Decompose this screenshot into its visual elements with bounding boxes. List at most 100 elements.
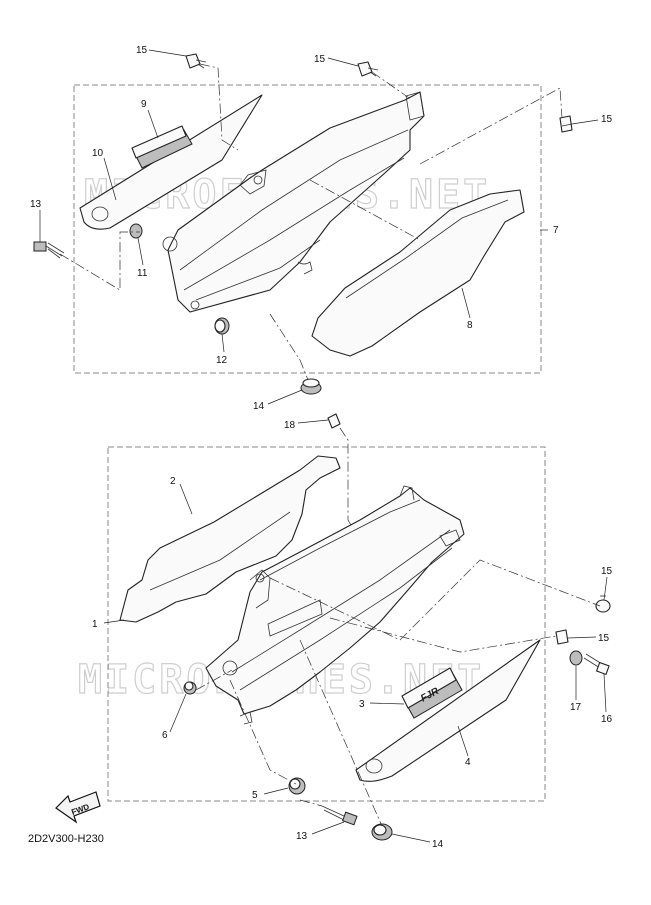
part-15-fastener-e bbox=[555, 629, 569, 645]
leader-15c bbox=[571, 119, 599, 125]
centerline-15d bbox=[269, 559, 601, 641]
drawing-code: 2D2V300-H230 bbox=[28, 833, 104, 845]
part-9-pad-top bbox=[131, 125, 187, 159]
part-12-grommet-face bbox=[214, 319, 226, 333]
part-7-crease-1 bbox=[179, 129, 409, 271]
leader-14a bbox=[267, 389, 303, 405]
leader-15a bbox=[148, 49, 187, 57]
part-7-grommet-hole bbox=[162, 236, 178, 252]
part-15-fastener-d bbox=[595, 595, 611, 613]
part-3-emblem: FJR bbox=[401, 667, 463, 719]
leader-5 bbox=[263, 787, 289, 795]
leader-13b bbox=[311, 821, 345, 835]
callout-17: 17 bbox=[570, 702, 582, 713]
part-1-rear-slot bbox=[439, 529, 461, 547]
centerline-13a bbox=[59, 231, 140, 291]
part-18-clip bbox=[327, 413, 341, 429]
part-1-crease-1 bbox=[231, 529, 451, 673]
leader-8 bbox=[461, 287, 471, 319]
callout-14a: 14 bbox=[253, 401, 265, 412]
leader-2 bbox=[179, 483, 193, 515]
callout-15a: 15 bbox=[136, 45, 148, 56]
part-14-grommet-lower bbox=[371, 823, 393, 841]
part-7-mount-hole bbox=[253, 175, 263, 185]
part-7-notch bbox=[297, 261, 313, 275]
leader-1 bbox=[103, 619, 125, 624]
leader-3 bbox=[369, 702, 405, 705]
part-2-panel bbox=[119, 455, 341, 623]
callout-13a: 13 bbox=[30, 199, 42, 210]
part-7-mount-tab bbox=[239, 169, 267, 195]
part-2-ridge bbox=[149, 511, 291, 591]
leader-10 bbox=[103, 157, 117, 201]
part-4-strip bbox=[355, 639, 541, 782]
callout-9: 9 bbox=[141, 99, 147, 110]
part-8-ridge bbox=[345, 199, 509, 299]
part-4-hole bbox=[365, 758, 383, 774]
part-7-rear-tab bbox=[405, 91, 425, 121]
leader-18 bbox=[297, 419, 329, 424]
part-10-hole bbox=[91, 206, 109, 222]
callout-5: 5 bbox=[252, 790, 258, 801]
part-1-lower-tab bbox=[239, 711, 253, 725]
callout-15e: 15 bbox=[598, 633, 610, 644]
leader-15b bbox=[327, 57, 359, 67]
leader-4 bbox=[457, 725, 469, 757]
leader-16 bbox=[603, 673, 607, 713]
part-11-grommet bbox=[129, 223, 143, 239]
fwd-arrow-icon: FWD bbox=[55, 791, 101, 824]
callout-13b: 13 bbox=[296, 831, 308, 842]
leader-6 bbox=[169, 693, 187, 733]
centerline-7-8 bbox=[309, 179, 421, 241]
part-15-fastener-c bbox=[559, 115, 573, 133]
centerline-15a bbox=[199, 63, 239, 151]
centerline-13b bbox=[299, 799, 323, 807]
part-1-crease-3 bbox=[259, 499, 421, 581]
callout-2: 2 bbox=[170, 476, 176, 487]
part-10-strip bbox=[79, 94, 263, 230]
centerline-15b bbox=[371, 71, 413, 101]
callout-16: 16 bbox=[601, 714, 613, 725]
part-7-crease-3 bbox=[195, 239, 321, 301]
callout-7: 7 bbox=[553, 225, 559, 236]
callout-15d: 15 bbox=[601, 566, 613, 577]
leader-15e bbox=[567, 636, 597, 639]
part-1-crease-2 bbox=[239, 547, 453, 691]
part-15-fastener-a bbox=[185, 53, 207, 69]
centerline-15e bbox=[329, 617, 557, 653]
callout-15b: 15 bbox=[314, 54, 326, 65]
callout-11: 11 bbox=[137, 268, 148, 279]
callout-10: 10 bbox=[92, 148, 104, 159]
centerline-14b bbox=[299, 639, 383, 827]
part-1-pad-area bbox=[267, 599, 323, 637]
part-13-bolt-upper bbox=[33, 241, 65, 259]
part-17-washer bbox=[569, 650, 583, 666]
part-7-lower-hole bbox=[190, 300, 200, 310]
leader-9 bbox=[147, 109, 159, 139]
centerline-5 bbox=[229, 679, 297, 785]
callout-12: 12 bbox=[216, 355, 228, 366]
lower-group-box bbox=[107, 446, 546, 802]
leader-12 bbox=[221, 333, 225, 353]
callout-15c: 15 bbox=[601, 114, 613, 125]
callout-1: 1 bbox=[92, 619, 98, 630]
part-1-cover bbox=[205, 487, 465, 715]
part-5-grommet bbox=[288, 777, 306, 795]
part-8-panel bbox=[311, 189, 525, 357]
callout-3: 3 bbox=[359, 699, 365, 710]
callout-4: 4 bbox=[465, 757, 471, 768]
part-1-grommet-hole bbox=[222, 660, 238, 676]
part-14-grommet-upper bbox=[300, 378, 322, 395]
part-1-mount-hole bbox=[255, 573, 265, 583]
part-7-cover bbox=[167, 91, 425, 313]
callout-8: 8 bbox=[467, 320, 473, 331]
part-1-rear-tab bbox=[399, 485, 415, 501]
leader-15d bbox=[603, 576, 608, 601]
leader-11 bbox=[137, 237, 144, 266]
callout-6: 6 bbox=[162, 730, 168, 741]
callout-14b: 14 bbox=[432, 839, 444, 850]
callout-18: 18 bbox=[284, 420, 296, 431]
part-6-grommet-face bbox=[184, 681, 194, 691]
centerline-6 bbox=[195, 669, 233, 691]
